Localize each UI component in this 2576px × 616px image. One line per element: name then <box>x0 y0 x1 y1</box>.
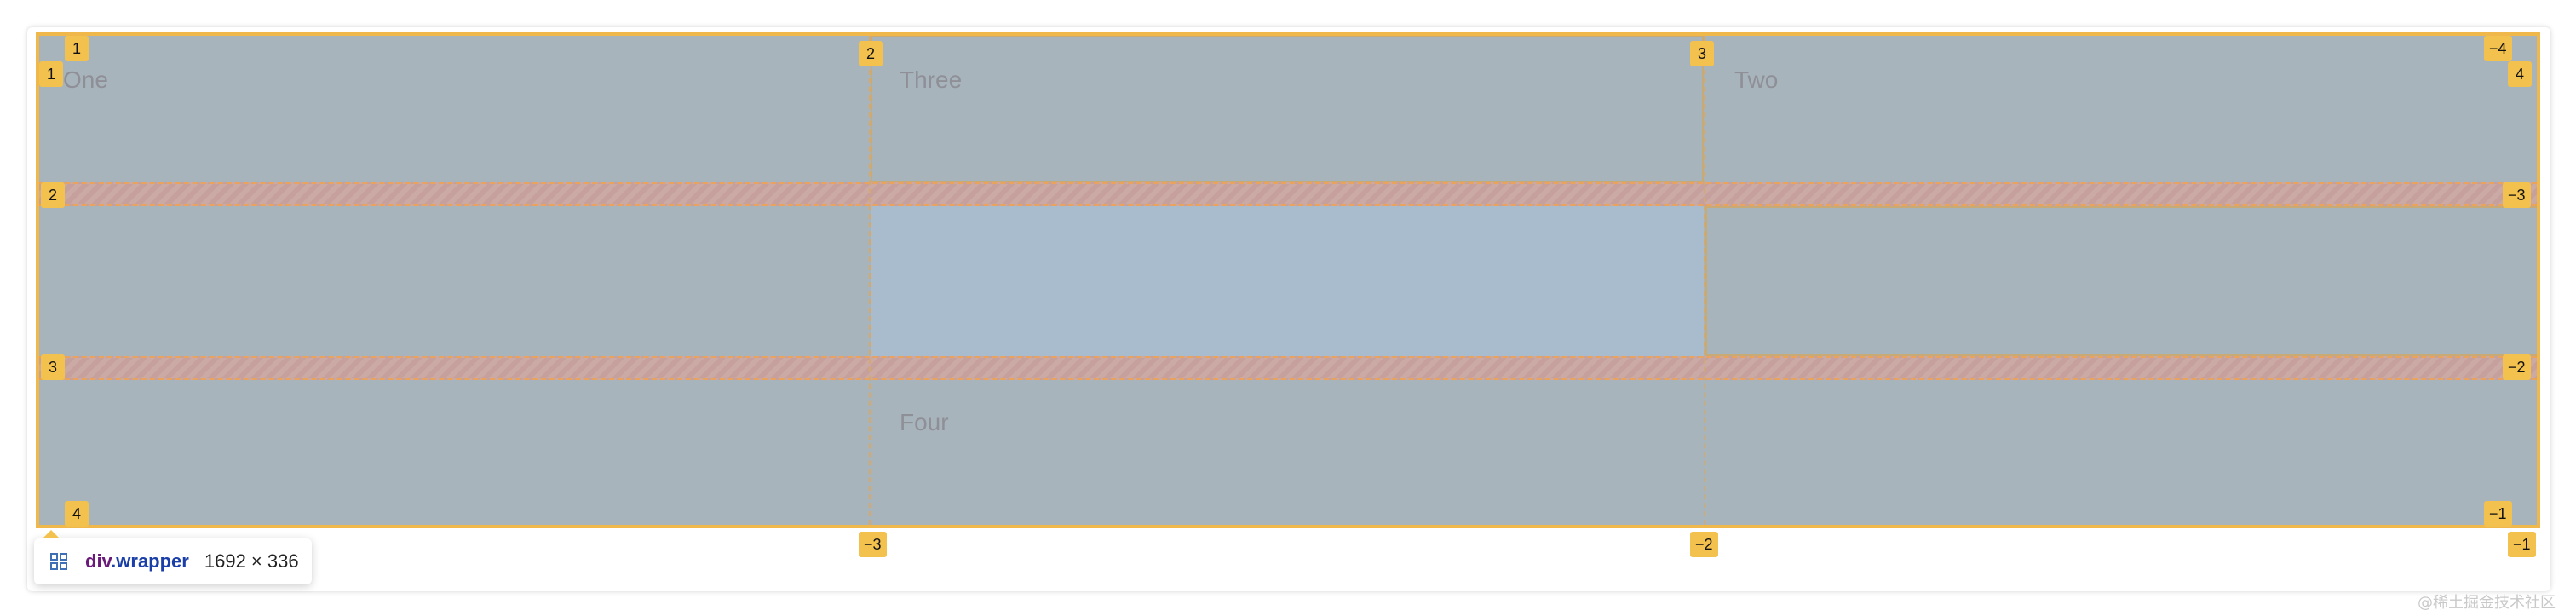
grid-line-badge: 1 <box>65 36 89 61</box>
grid-line-badge: 2 <box>859 41 883 66</box>
grid-layout-icon <box>50 553 67 570</box>
cell-one-label: One <box>63 66 108 93</box>
grid-line-badge: 3 <box>41 354 65 380</box>
element-tag: div <box>85 550 112 572</box>
item-three-outline <box>871 36 1704 182</box>
item-outline-right <box>1705 206 2537 356</box>
highlighted-grid-area <box>871 206 1704 356</box>
grid-line-badge: −2 <box>2503 354 2531 380</box>
column-line-2 <box>869 36 871 525</box>
grid-line-badge: 1 <box>39 61 63 87</box>
column-line-3 <box>1704 36 1705 525</box>
watermark: @稀土掘金技术社区 <box>2418 594 2556 612</box>
row-gap-2 <box>39 356 2537 380</box>
grid-line-badge: −1 <box>2484 501 2512 527</box>
grid-line-badge: −3 <box>859 532 887 557</box>
element-selector: div.wrapper <box>85 550 189 573</box>
grid-line-badge: 4 <box>2508 61 2532 87</box>
element-class: .wrapper <box>111 550 189 572</box>
cell-four-label: Four <box>900 409 949 435</box>
grid-line-badge: −4 <box>2484 36 2512 61</box>
cell-three-label: Three <box>900 66 963 93</box>
grid-line-badge: −2 <box>1690 532 1718 557</box>
element-info-tooltip: div.wrapper 1692 × 336 <box>34 530 312 584</box>
grid-line-badge: 3 <box>1690 41 1714 66</box>
grid-line-badge: −3 <box>2503 182 2531 208</box>
grid-container-div-wrapper[interactable]: One Three Two Four <box>36 32 2540 528</box>
element-dimensions: 1692 × 336 <box>204 550 299 572</box>
grid-line-badge: −1 <box>2508 532 2536 557</box>
cell-two-label: Two <box>1734 66 1779 93</box>
grid-line-badge: 2 <box>41 182 65 208</box>
row-gap-1 <box>39 182 2537 206</box>
tooltip-pointer <box>43 530 60 538</box>
grid-line-badge: 4 <box>65 501 89 527</box>
